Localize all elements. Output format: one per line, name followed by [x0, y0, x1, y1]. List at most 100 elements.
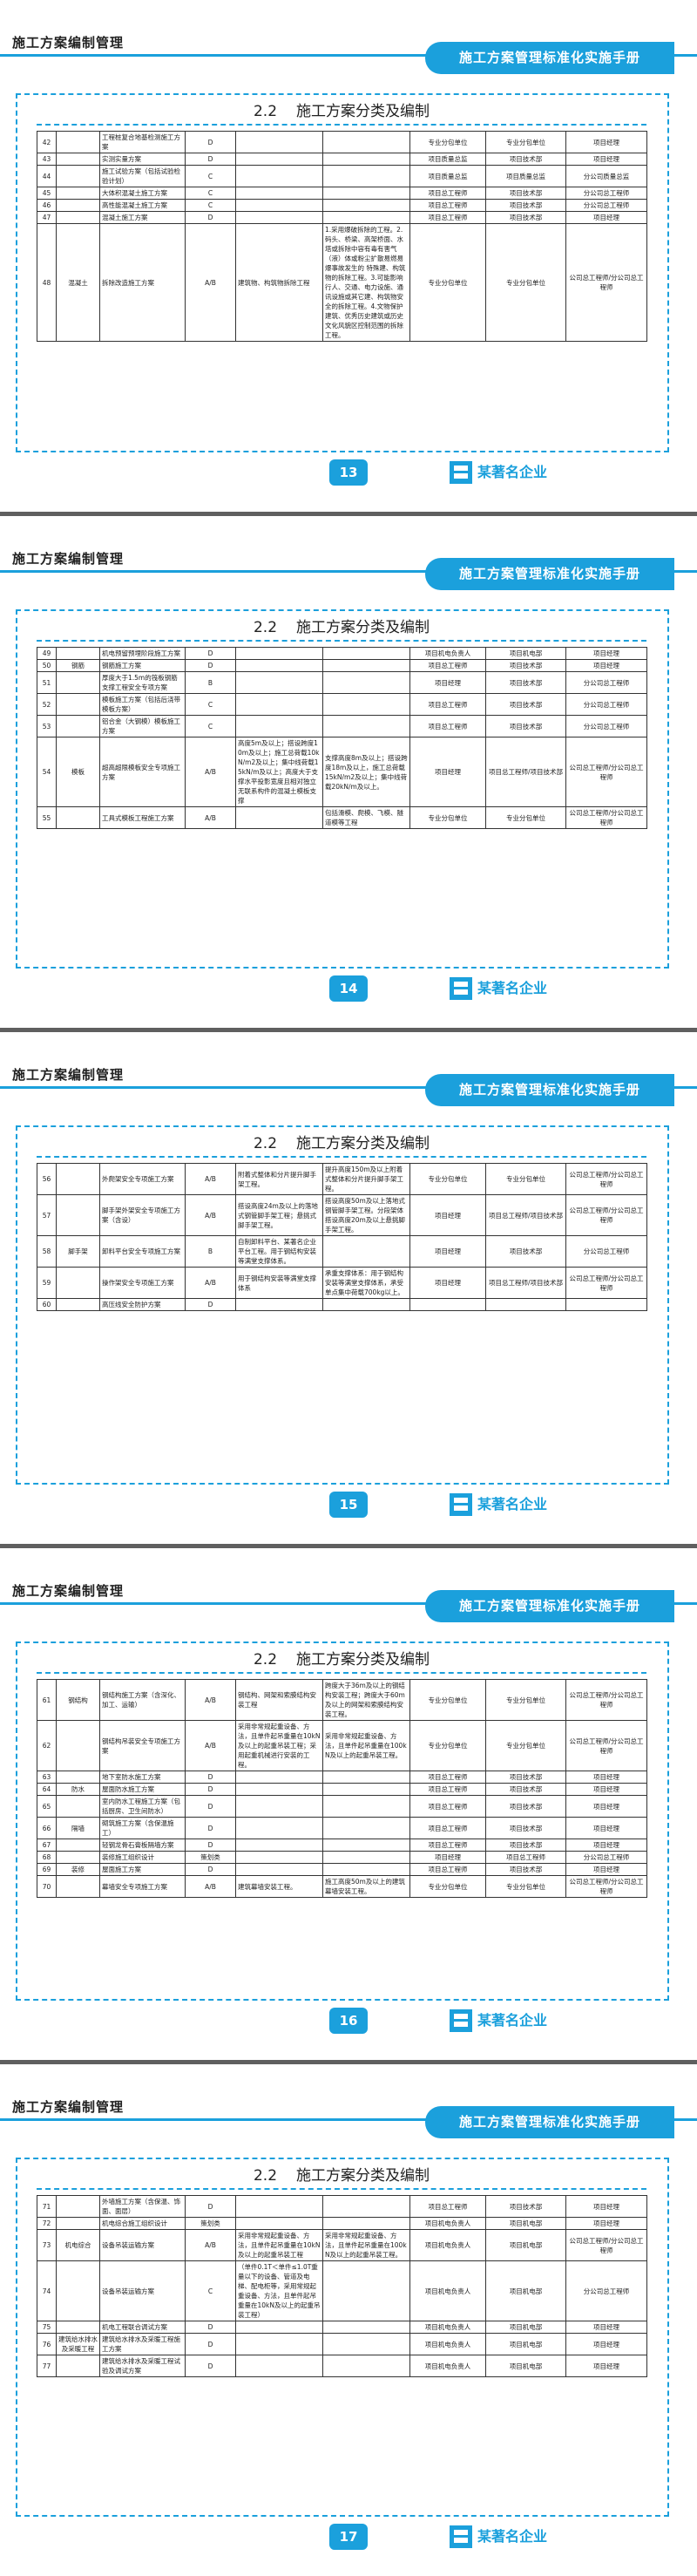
table-cell: 76 — [37, 2333, 57, 2355]
table-cell: A/B — [185, 1163, 236, 1195]
table-cell: 模板 — [56, 737, 100, 807]
table-cell: 项目总工程师 — [409, 199, 486, 212]
table-cell: 包括滑模、爬模、飞模、隧道模等工程 — [322, 806, 410, 829]
table-cell: 72 — [37, 2217, 57, 2230]
table-cell: 项目经理 — [409, 1851, 486, 1864]
table-cell: 模板施工方案（包括后浇带模板方案） — [99, 693, 186, 716]
manual-title-badge: 施工方案管理标准化实施手册 — [425, 1074, 674, 1106]
table-cell — [235, 1839, 323, 1852]
table-cell: A/B — [185, 1194, 236, 1236]
page-number: 13 — [329, 459, 368, 486]
table-cell: 支撑高度8m及以上；搭设跨度18m及以上，施工总荷载15kN/m2及以上；集中线… — [322, 737, 410, 807]
header-rule — [0, 1602, 697, 1605]
table-cell: 项目机电负责人 — [409, 2355, 486, 2377]
table-cell — [235, 187, 323, 200]
doc-title: 施工方案编制管理 — [12, 1583, 125, 1599]
table-cell: 公司总工程师/分公司总工程师 — [565, 1679, 647, 1721]
table-cell: 机电综合 — [56, 2229, 100, 2261]
page-number: 16 — [329, 2008, 368, 2034]
table-cell — [56, 647, 100, 660]
table-cell — [56, 187, 100, 200]
table-cell: 项目技术部 — [485, 1817, 566, 1839]
table-cell: 承重支撑体系：用于钢结构安装等满堂支撑体系，承受单点集中荷载700kg以上。 — [322, 1267, 410, 1299]
company-logo-icon — [450, 1493, 472, 1516]
table-cell: 专业分包单位 — [485, 131, 566, 153]
table-cell: 采用非常规起重设备、方法，且单件起吊重量在10kN及以上的起重吊装工程 — [235, 2229, 323, 2261]
table-cell: 53 — [37, 715, 57, 737]
table-cell: 混凝土施工方案 — [99, 211, 186, 224]
table-cell — [56, 211, 100, 224]
table-cell — [56, 2217, 100, 2230]
table-cell: 项目质量总监 — [485, 165, 566, 187]
table-cell: 项目经理 — [565, 1817, 647, 1839]
table-cell: 项目总工程师/项目技术部 — [485, 1267, 566, 1299]
table-cell: 项目机电部 — [485, 2333, 566, 2355]
table-cell: 专业分包单位 — [485, 1163, 566, 1195]
table-cell — [235, 2321, 323, 2334]
table-cell — [322, 1863, 410, 1876]
table-cell: 提升高度150m及以上附着式整体和分片提升脚手架工程。 — [322, 1163, 410, 1195]
table-cell: 项目技术部 — [485, 671, 566, 694]
table-cell: 项目机电负责人 — [409, 2217, 486, 2230]
table-cell — [235, 1795, 323, 1818]
table-cell: 项目机电部 — [485, 2321, 566, 2334]
table-cell — [565, 1298, 647, 1311]
table-cell — [235, 1771, 323, 1784]
content-frame — [16, 93, 669, 452]
table-cell — [322, 2217, 410, 2230]
table-cell: 公司总工程师/分公司总工程师 — [565, 806, 647, 829]
section-number: 2.2 — [253, 1651, 278, 1669]
table-cell: 项目技术部 — [485, 659, 566, 672]
header-rule — [0, 1086, 697, 1089]
table-cell: 65 — [37, 1795, 57, 1818]
table-cell — [235, 1817, 323, 1839]
table-cell: 项目总工程师 — [409, 1863, 486, 1876]
table-cell: 专业分包单位 — [485, 806, 566, 829]
section-number: 2.2 — [253, 619, 278, 636]
table-cell: 幕墙安全专项施工方案 — [99, 1875, 186, 1898]
table-cell: 采用非常规起重设备、方法，且单件起吊重量在100kN及以上的起重吊装工程。 — [322, 1720, 410, 1771]
table-cell: 项目经理 — [565, 2321, 647, 2334]
table-cell: 项目经理 — [565, 1783, 647, 1796]
table-cell — [235, 199, 323, 212]
table-cell: C — [185, 187, 236, 200]
header-rule — [0, 570, 697, 573]
table-cell: A/B — [185, 223, 236, 342]
company-logo-icon — [450, 461, 472, 484]
table-cell: 高压线安全防护方案 — [99, 1298, 186, 1311]
table-cell: 防水 — [56, 1783, 100, 1796]
table-cell: 专业分包单位 — [485, 1875, 566, 1898]
table-cell: 项目总工程师 — [409, 187, 486, 200]
table-cell — [322, 659, 410, 672]
table-cell: D — [185, 1783, 236, 1796]
table-cell — [322, 2321, 410, 2334]
table-cell — [235, 131, 323, 153]
table-cell: 项目技术部 — [485, 2195, 566, 2218]
table-cell: 50 — [37, 659, 57, 672]
table-cell: D — [185, 211, 236, 224]
table-cell: 项目经理 — [565, 1839, 647, 1852]
table-cell — [235, 211, 323, 224]
table-cell: 77 — [37, 2355, 57, 2377]
table-cell: 60 — [37, 1298, 57, 1311]
company-name: 某著名企业 — [477, 2528, 548, 2545]
table-cell: 57 — [37, 1194, 57, 1236]
table-cell — [322, 715, 410, 737]
table-cell: 施工高度50m及以上的建筑幕墙安装工程。 — [322, 1875, 410, 1898]
table-cell: 58 — [37, 1235, 57, 1268]
table-cell: A/B — [185, 2229, 236, 2261]
header-rule — [0, 54, 697, 57]
table-cell: 卸料平台安全专项施工方案 — [99, 1235, 186, 1268]
table-cell — [56, 1851, 100, 1864]
table-cell — [56, 1298, 100, 1311]
